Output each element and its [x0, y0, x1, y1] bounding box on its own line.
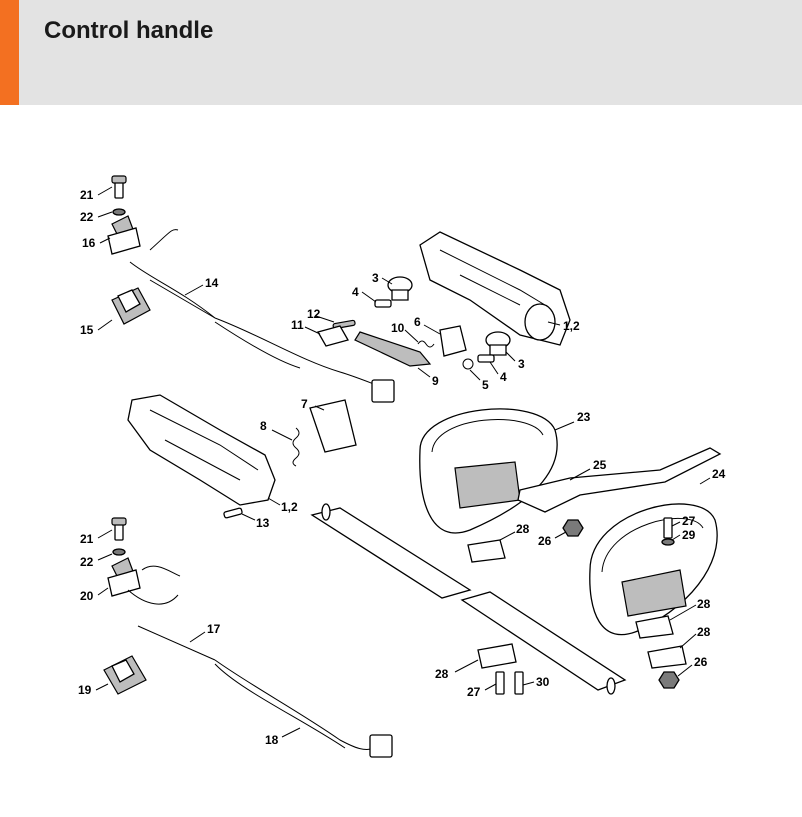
callout-8: 8	[260, 419, 267, 433]
screw-27-b	[495, 671, 505, 695]
washer-22-lower	[112, 548, 126, 556]
loop-handle-24	[589, 503, 718, 636]
clip-3-lower	[485, 331, 511, 356]
handle-half-lower	[127, 394, 276, 506]
cable-18	[214, 663, 393, 758]
clamp-28-b	[635, 615, 674, 639]
spring-10	[417, 340, 435, 348]
callout-19: 19	[78, 683, 92, 697]
callout-14: 14	[205, 276, 219, 290]
callout-26-a: 26	[538, 534, 552, 548]
page-title: Control handle	[44, 17, 214, 44]
callout-16: 16	[82, 236, 96, 250]
callout-6: 6	[414, 315, 421, 329]
part-6-trigger	[439, 325, 467, 357]
callout-20: 20	[80, 589, 94, 603]
callout-21-lower: 21	[80, 532, 94, 546]
exploded-view: 21 22 16 14 15 3 4 1,2 12 11 10 6 9 5 4 …	[78, 175, 726, 758]
callout-7: 7	[301, 397, 308, 411]
callout-9: 9	[432, 374, 439, 388]
callout-21-upper: 21	[80, 188, 94, 202]
clamp-28-d	[477, 643, 517, 669]
washer-29	[661, 538, 675, 546]
callout-15: 15	[80, 323, 94, 337]
header-bar: Control handle	[0, 0, 802, 105]
part-20-clamp	[107, 557, 141, 597]
screw-13	[223, 507, 243, 519]
screw-4-upper	[374, 299, 392, 308]
callout-22-lower: 22	[80, 555, 94, 569]
callout-28-b: 28	[697, 597, 711, 611]
part-11-lever	[317, 325, 349, 347]
screw-30	[514, 671, 524, 695]
callout-29: 29	[682, 528, 696, 542]
part-15-housing	[111, 287, 151, 325]
leader-lines	[95, 186, 711, 738]
callout-3-upper: 3	[372, 271, 379, 285]
ring-5	[462, 358, 474, 370]
callout-5: 5	[482, 378, 489, 392]
callout-27-b: 27	[467, 685, 481, 699]
cable-14	[129, 229, 395, 403]
callout-1-2-upper: 1,2	[563, 319, 580, 333]
callout-25: 25	[593, 458, 607, 472]
part-7-trigger-lock	[309, 399, 357, 453]
screw-27-a	[663, 517, 673, 539]
callout-12: 12	[307, 307, 321, 321]
nut-26-a	[562, 519, 584, 537]
spring-8	[292, 427, 300, 467]
callout-10: 10	[391, 321, 405, 335]
clip-3-upper	[387, 276, 413, 301]
screw-21-lower	[111, 517, 127, 541]
callout-27-a: 27	[682, 514, 696, 528]
bracket-25	[517, 447, 722, 513]
handle-half-upper	[419, 231, 571, 346]
washer-22-top	[112, 208, 126, 216]
callout-28-a: 28	[516, 522, 530, 536]
callout-4-upper: 4	[352, 285, 359, 299]
callout-28-c: 28	[697, 625, 711, 639]
callout-28-d: 28	[435, 667, 449, 681]
header-accent	[0, 0, 19, 105]
screw-4-lower	[477, 354, 495, 363]
callout-labels: 21 22 16 14 15 3 4 1,2 12 11 10 6 9 5 4 …	[78, 188, 726, 747]
shaft-tube	[310, 503, 627, 695]
callout-22-upper: 22	[80, 210, 94, 224]
callout-11: 11	[291, 318, 304, 332]
screw-21-top	[111, 175, 127, 199]
part-9-lever	[354, 331, 432, 367]
callout-23: 23	[577, 410, 591, 424]
parts-diagram: 21 22 16 14 15 3 4 1,2 12 11 10 6 9 5 4 …	[0, 105, 802, 817]
nut-26-b	[658, 671, 680, 689]
callout-3-lower: 3	[518, 357, 525, 371]
callout-4-lower: 4	[500, 370, 507, 384]
part-16-clamp	[107, 215, 141, 255]
part-19-housing	[103, 655, 147, 695]
callout-24: 24	[712, 467, 726, 481]
callout-26-b: 26	[694, 655, 708, 669]
callout-30: 30	[536, 675, 550, 689]
cable-17	[127, 565, 376, 751]
callout-1-2-lower: 1,2	[281, 500, 298, 514]
clamp-28-c	[647, 645, 687, 669]
callout-17: 17	[207, 622, 221, 636]
callout-18: 18	[265, 733, 279, 747]
clamp-28-a	[467, 539, 506, 563]
callout-13: 13	[256, 516, 270, 530]
loop-handle-23	[419, 408, 558, 534]
